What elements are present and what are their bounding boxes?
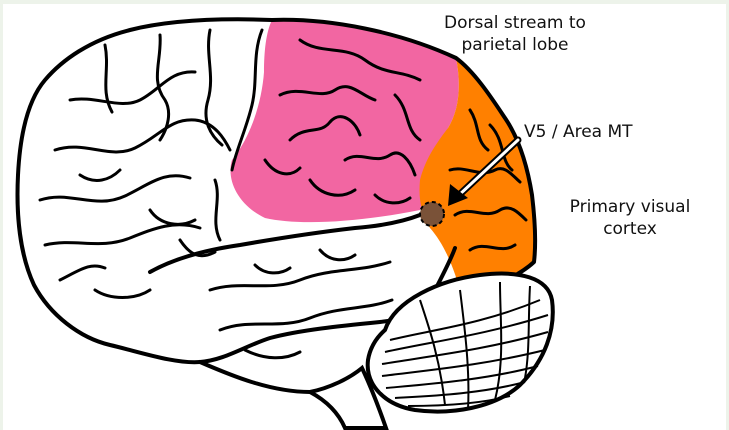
v5-label-text: V5 / Area MT	[524, 122, 633, 142]
dorsal-stream-label: Dorsal stream to parietal lobe	[420, 12, 610, 56]
dorsal-stream-label-line2: parietal lobe	[420, 34, 610, 56]
primary-visual-cortex-label-line2: cortex	[540, 218, 720, 240]
primary-visual-cortex-label-line1: Primary visual	[540, 196, 720, 218]
v5-label: V5 / Area MT	[524, 121, 633, 143]
primary-visual-cortex-label: Primary visual cortex	[540, 196, 720, 240]
area-mt-spot	[420, 202, 444, 226]
dorsal-stream-label-line1: Dorsal stream to	[420, 12, 610, 34]
